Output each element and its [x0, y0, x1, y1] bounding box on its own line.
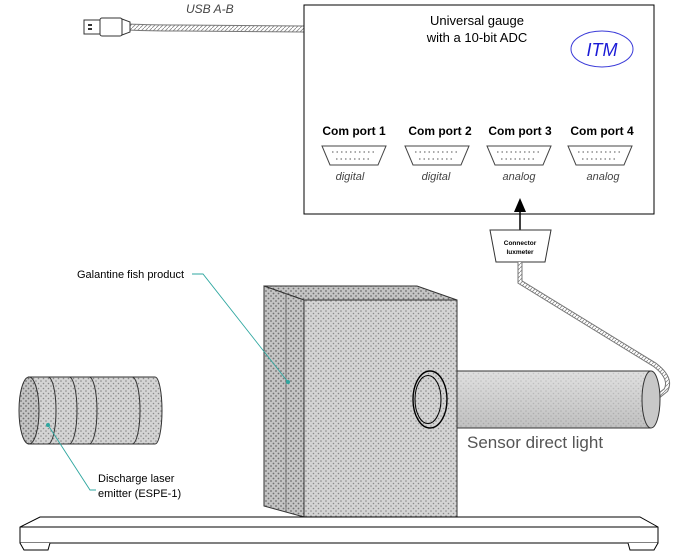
emitter-callout-line — [47, 424, 96, 491]
laser-emitter — [18, 376, 163, 445]
base-plate — [19, 516, 659, 551]
com-port-1: Com port 1 digital — [321, 124, 387, 183]
itm-logo-text: ITM — [587, 40, 618, 60]
itm-logo: ITM — [570, 30, 634, 68]
light-sensor — [430, 370, 661, 429]
gauge-title-line1: Universal gauge — [430, 13, 524, 28]
universal-gauge: Universal gauge with a 10-bit ADC ITM Co… — [303, 4, 655, 215]
com-port-2: Com port 2 digital — [404, 124, 472, 183]
product-label: Galantine fish product — [77, 269, 184, 281]
usb-cable — [127, 23, 305, 33]
galantine-fish-product — [263, 285, 458, 518]
usb-plug-icon — [83, 17, 131, 37]
com-port-3-type: analog — [502, 171, 536, 183]
arrow-up-icon — [514, 198, 526, 230]
sensor-label: Sensor direct light — [467, 433, 603, 452]
com-port-1-label: Com port 1 — [322, 124, 386, 138]
com-port-2-connector-icon — [404, 145, 470, 166]
com-port-3-label: Com port 3 — [488, 124, 552, 138]
com-port-4-label: Com port 4 — [570, 124, 634, 138]
emitter-label-line2: emitter (ESPE-1) — [98, 488, 181, 500]
com-port-2-label: Com port 2 — [408, 124, 472, 138]
luxmeter-connector: Connector luxmeter — [489, 229, 552, 263]
com-port-3: Com port 3 analog — [486, 124, 552, 183]
com-port-3-connector-icon — [486, 145, 552, 166]
product-callout-dot — [286, 380, 290, 384]
com-port-4: Com port 4 analog — [567, 124, 634, 183]
emitter-callout-dot — [46, 423, 50, 427]
com-port-4-type: analog — [586, 171, 620, 183]
com-port-1-connector-icon — [321, 145, 387, 166]
sensor-cable — [517, 262, 671, 400]
com-port-2-type: digital — [422, 171, 451, 183]
emitter-label-line1: Discharge laser — [98, 473, 175, 485]
connector-label-line2: luxmeter — [506, 249, 534, 256]
sensor-front-rings — [412, 370, 448, 429]
com-port-4-connector-icon — [567, 145, 633, 166]
usb-cable-label: USB A-B — [186, 2, 234, 16]
com-port-1-type: digital — [336, 171, 365, 183]
gauge-title-line2: with a 10-bit ADC — [426, 30, 527, 45]
product-callout-line — [192, 273, 289, 383]
connector-label-line1: Connector — [504, 240, 537, 247]
